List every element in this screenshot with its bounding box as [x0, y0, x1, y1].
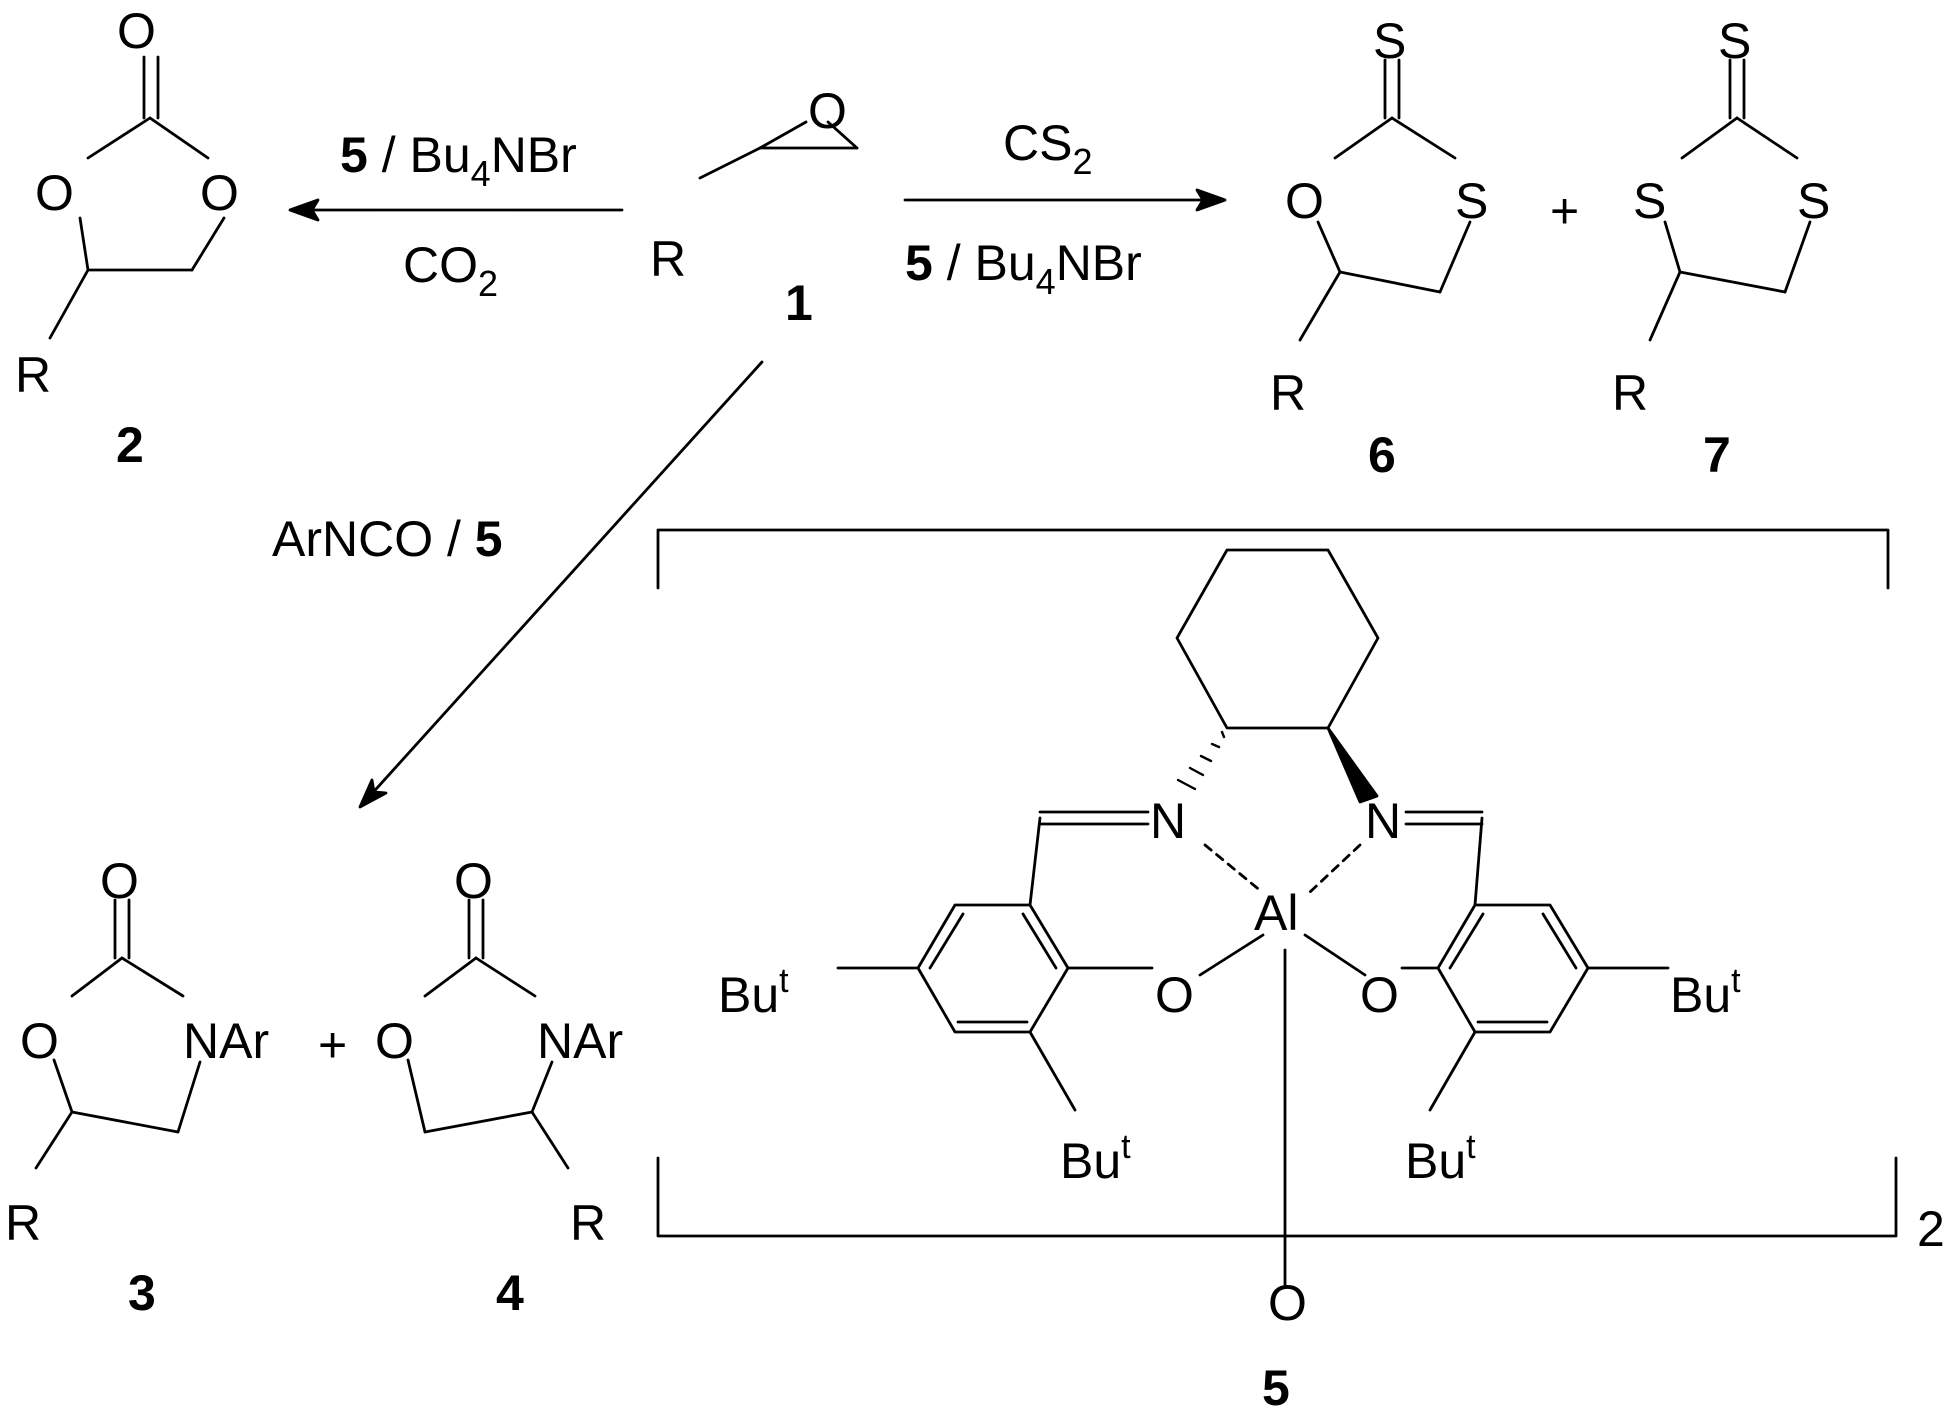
thione-sulfur: S — [1373, 13, 1406, 69]
tbutyl-right-para: But — [1670, 962, 1741, 1023]
arrow-to-oxazolidinones: ArNCO / 5 — [272, 360, 764, 809]
plus-sign-3-4: + — [318, 1017, 347, 1073]
compound-3-r-group: R — [5, 1195, 41, 1251]
reagent-arnco-5: ArNCO / 5 — [272, 511, 503, 567]
phenoxide-oxygen-right: O — [1360, 967, 1399, 1023]
cyclohexane-ring — [1175, 548, 1380, 730]
compound-2-cyclic-carbonate: O O O R 2 — [15, 3, 239, 473]
epoxide-oxygen: O — [808, 83, 847, 139]
compound-5-label: 5 — [1262, 1360, 1290, 1416]
ring-oxygen-right: O — [200, 165, 239, 221]
carbonyl-oxygen: O — [454, 853, 493, 909]
compound-6-oxathiolane-thione: S O S R 6 — [1270, 13, 1488, 483]
ring-oxygen: O — [1285, 173, 1324, 229]
compound-7-r-group: R — [1612, 365, 1648, 421]
thione-sulfur: S — [1718, 13, 1751, 69]
epoxide-r-group: R — [650, 231, 686, 287]
ring-sulfur-left: S — [1633, 173, 1666, 229]
compound-2-label: 2 — [116, 417, 144, 473]
arrow-to-thiocarbonates: CS2 5 / Bu4NBr — [903, 115, 1227, 302]
compound-3-label: 3 — [128, 1265, 156, 1321]
compound-7-dithiolane-thione: S S S R 7 — [1612, 13, 1830, 483]
reagent-cs2: CS2 — [1003, 115, 1093, 182]
compound-1-epoxide: O R 1 — [650, 83, 859, 331]
ring-sulfur: S — [1455, 173, 1488, 229]
compound-4-r-group: R — [570, 1195, 606, 1251]
solid-wedge-bond — [1326, 726, 1379, 804]
carbonate-r-group: R — [15, 347, 51, 403]
phenoxide-oxygen-left: O — [1155, 967, 1194, 1023]
reagent-5-bu4nbr-right: 5 / Bu4NBr — [905, 235, 1142, 302]
carbonyl-oxygen: O — [117, 3, 156, 59]
compound-6-r-group: R — [1270, 365, 1306, 421]
ring-nitrogen-nar: NAr — [537, 1013, 623, 1069]
tbutyl-left-ortho: But — [1060, 1128, 1131, 1189]
compound-6-label: 6 — [1368, 427, 1396, 483]
bracket-bottom — [656, 1156, 1898, 1238]
arrow-to-carbonate: 5 / Bu4NBr CO2 — [288, 127, 624, 304]
compound-4-oxazolidinone: O O NAr R 4 — [375, 853, 623, 1321]
compound-7-label: 7 — [1703, 427, 1731, 483]
ring-sulfur-right: S — [1797, 173, 1830, 229]
aluminium-center: Al — [1254, 885, 1298, 941]
left-aryl-ring — [916, 903, 1070, 1034]
compound-5-aluminium-salen: 2 — [656, 528, 1945, 1416]
ring-oxygen: O — [20, 1013, 59, 1069]
imine-nitrogen-right: N — [1365, 793, 1401, 849]
ring-oxygen-left: O — [35, 165, 74, 221]
ring-nitrogen-nar: NAr — [183, 1013, 269, 1069]
compound-3-oxazolidinone: O O NAr R 3 — [5, 853, 269, 1321]
bracket-subscript: 2 — [1917, 1201, 1945, 1257]
compound-1-label: 1 — [785, 275, 813, 331]
right-aryl-ring — [1436, 903, 1590, 1034]
ring-oxygen: O — [375, 1013, 414, 1069]
reagent-5-bu4nbr-left: 5 / Bu4NBr — [340, 127, 577, 194]
reagent-co2: CO2 — [403, 237, 498, 304]
hashed-wedge-bond — [1176, 730, 1226, 791]
tbutyl-right-ortho: But — [1405, 1128, 1476, 1189]
bracket-top — [656, 528, 1890, 590]
imine-nitrogen-left: N — [1150, 793, 1186, 849]
tbutyl-left-para: But — [718, 962, 789, 1023]
compound-4-label: 4 — [496, 1265, 524, 1321]
carbonyl-oxygen: O — [100, 853, 139, 909]
bridging-oxygen: O — [1268, 1275, 1307, 1331]
plus-sign-6-7: + — [1550, 183, 1579, 239]
